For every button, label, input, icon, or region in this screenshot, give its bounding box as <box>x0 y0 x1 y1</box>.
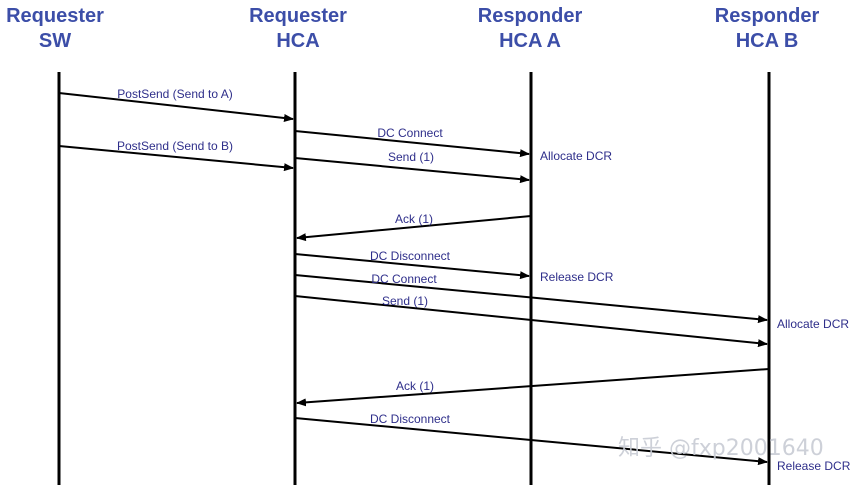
message-arrow <box>58 145 294 172</box>
message-label: DC Connect <box>377 126 443 140</box>
participant-subname: HCA <box>276 30 320 52</box>
message-arrow <box>296 368 770 407</box>
participant-name: Responder <box>714 5 820 27</box>
message-arrow <box>58 92 294 122</box>
message-label: PostSend (Send to B) <box>117 139 233 153</box>
message-label: DC Connect <box>371 272 437 286</box>
message-arrow <box>294 157 530 184</box>
message-label: Send (1) <box>382 294 428 308</box>
participant-name: Requester <box>6 5 104 27</box>
message-label: DC Disconnect <box>370 249 451 263</box>
participant-header-responder-hca-b: Responder HCA B <box>677 4 857 54</box>
message-arrow <box>296 215 532 242</box>
message-arrow <box>294 253 530 280</box>
message-label: Send (1) <box>388 150 434 164</box>
participant-subname: HCA A <box>499 30 561 52</box>
note-label: Allocate DCR <box>777 317 849 331</box>
participant-header-requester-sw: Requester SW <box>0 4 145 54</box>
message-label: DC Disconnect <box>370 412 451 426</box>
note-label: Allocate DCR <box>540 149 612 163</box>
message-label: PostSend (Send to A) <box>117 87 232 101</box>
message-label: Ack (1) <box>395 212 433 226</box>
message-label: Ack (1) <box>396 379 434 393</box>
note-label: Release DCR <box>777 459 851 473</box>
message-arrow <box>294 274 768 324</box>
watermark: 知乎 @fxp2001640 <box>618 436 824 461</box>
participant-header-requester-hca: Requester HCA <box>208 4 388 54</box>
participant-subname: SW <box>38 30 72 52</box>
participant-name: Responder <box>477 5 583 27</box>
message-arrow <box>294 295 768 348</box>
participant-name: Requester <box>249 5 347 27</box>
participant-subname: HCA B <box>735 30 799 52</box>
message-arrow <box>294 417 768 466</box>
note-label: Release DCR <box>540 270 614 284</box>
message-arrow <box>294 130 530 158</box>
participant-header-responder-hca-a: Responder HCA A <box>440 4 620 54</box>
